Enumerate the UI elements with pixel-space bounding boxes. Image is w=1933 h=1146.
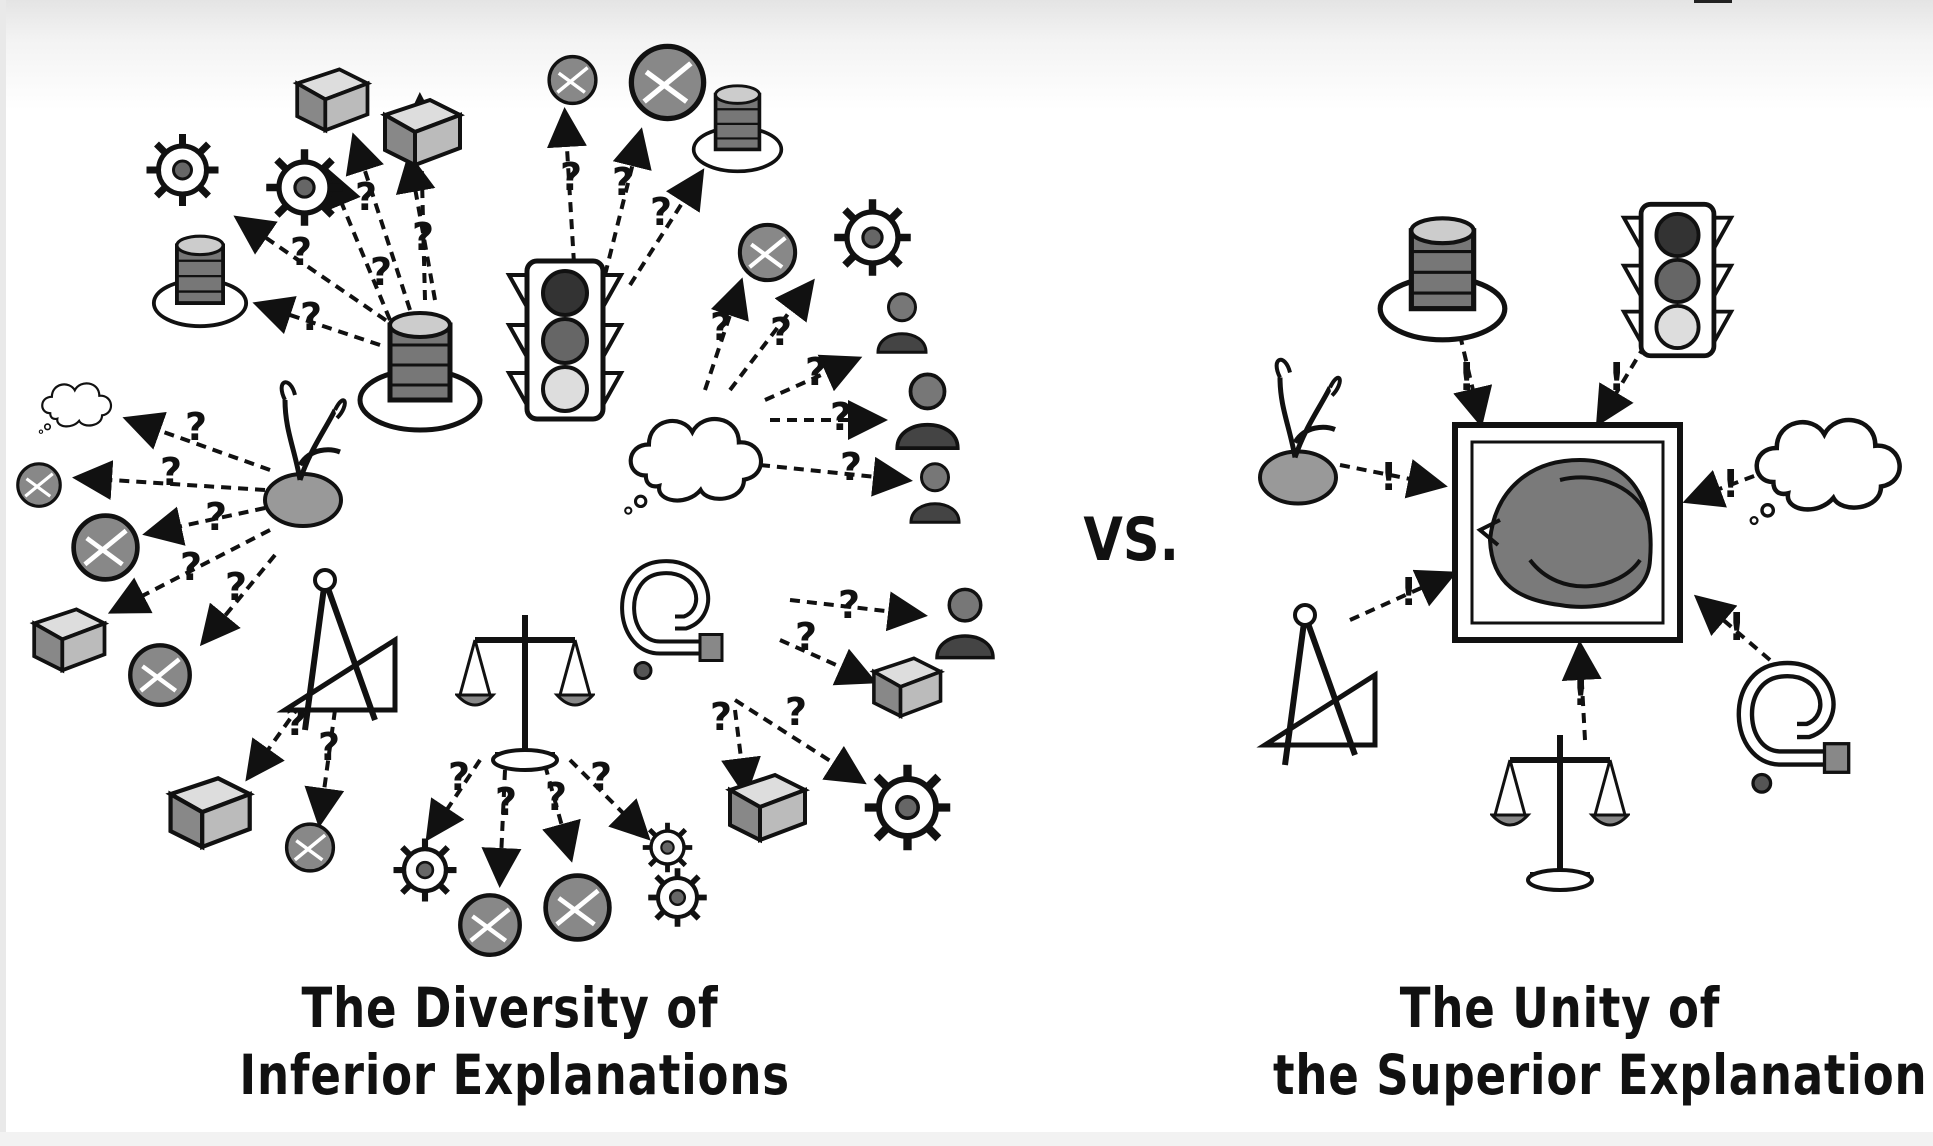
bag-icon	[874, 658, 941, 716]
binoculars-icon	[147, 134, 219, 206]
question-mark: ?	[795, 615, 817, 659]
top-hat-icon	[151, 234, 249, 329]
horn-icon	[287, 824, 334, 871]
question-mark: ?	[225, 565, 247, 609]
question-mark: ?	[290, 230, 312, 274]
astronaut-icon	[937, 589, 993, 657]
question-mark: ?	[185, 405, 207, 449]
question-mark: ?	[612, 160, 634, 204]
question-mark: ?	[805, 350, 827, 394]
small-cloud-icon	[38, 382, 113, 435]
question-mark: ?	[650, 190, 672, 234]
magic-hat-icon	[691, 84, 784, 174]
diverse-explanations-cluster: ? ? ? ? ? ? ? ? ? ? ? ? ? ? ? ? ? ? ? ? …	[15, 46, 993, 955]
question-mark: ?	[838, 583, 860, 627]
drum-dial-icon	[360, 313, 480, 430]
balance-scale-icon	[1492, 735, 1628, 890]
exclamation-mark: !	[1722, 462, 1739, 506]
person-icon	[876, 292, 928, 354]
question-mark: ?	[495, 780, 517, 824]
book-icon	[383, 98, 462, 167]
drum-dial-icon	[1380, 218, 1505, 339]
right-caption-line1: The Unity of	[1399, 976, 1721, 1040]
question-mark: ?	[300, 295, 322, 339]
question-marks: ? ? ? ? ? ? ? ? ? ? ? ? ? ? ? ? ? ? ? ? …	[160, 155, 862, 824]
sprouting-plant-icon	[265, 382, 345, 526]
droplet-icon	[15, 461, 63, 509]
traffic-light-icon	[509, 261, 621, 419]
exclamation-mark: !	[1400, 570, 1417, 614]
group-icon	[897, 374, 957, 448]
left-caption-line2: Inferior Explanations	[239, 1043, 790, 1107]
balance-scale-icon	[457, 615, 593, 770]
question-mark: ?	[830, 395, 852, 439]
question-mark: ?	[710, 695, 732, 739]
horseshoe-magnet-icon	[1745, 670, 1848, 792]
box-icon	[295, 67, 370, 133]
brain-icon	[394, 839, 457, 902]
cancel-icon	[460, 895, 520, 955]
bottom-edge-strip	[0, 1132, 1933, 1146]
flower-icon	[834, 199, 911, 276]
left-edge-border	[0, 0, 6, 1146]
question-mark: ?	[710, 305, 732, 349]
robot-figure-icon	[909, 461, 961, 525]
spiral-icon	[130, 645, 190, 705]
car-icon	[32, 607, 107, 673]
atom-icon	[266, 149, 343, 226]
question-mark: ?	[370, 250, 392, 294]
question-mark: ?	[560, 155, 582, 199]
compass-triangle-icon	[1265, 605, 1375, 765]
question-mark: ?	[160, 450, 182, 494]
exclamation-marks: ! ! ! ! ! ! !	[1380, 355, 1745, 714]
badge-icon	[631, 46, 703, 118]
question-mark: ?	[318, 725, 340, 769]
right-caption-line2: the Superior Explanation	[1273, 1043, 1928, 1107]
unified-explanation-cluster: ! ! ! ! ! ! !	[1260, 204, 1900, 890]
traffic-light-icon	[1624, 204, 1731, 355]
monitor-icon	[171, 778, 250, 847]
bearded-face-icon	[1487, 457, 1653, 609]
shield-ball-icon	[74, 516, 138, 580]
running-icon	[546, 876, 610, 940]
exclamation-mark: !	[1380, 455, 1397, 499]
exclamation-mark: !	[1572, 670, 1589, 714]
sprouting-plant-icon	[1260, 360, 1340, 504]
exclamation-mark: !	[1608, 355, 1625, 399]
question-mark: ?	[785, 690, 807, 734]
domino-icon	[730, 775, 805, 840]
exclamation-mark: !	[1728, 605, 1745, 649]
small-gear-icon	[643, 823, 693, 873]
question-mark: ?	[590, 755, 612, 799]
question-mark: ?	[180, 545, 202, 589]
right-caption: The Unity of the Superior Explanation	[1273, 975, 1928, 1109]
question-mark: ?	[448, 755, 470, 799]
horseshoe-magnet-icon	[628, 567, 722, 678]
question-mark: ?	[412, 215, 434, 259]
gear-icon	[648, 868, 707, 927]
gear-flower-icon	[865, 765, 951, 851]
left-caption: The Diversity of Inferior Explanations	[239, 975, 790, 1109]
left-caption-line1: The Diversity of	[301, 976, 719, 1040]
globe-icon	[740, 225, 795, 280]
compass-triangle-icon	[285, 570, 395, 730]
question-mark: ?	[545, 775, 567, 819]
versus-label: VS.	[1083, 505, 1180, 575]
question-mark: ?	[205, 495, 227, 539]
question-mark: ?	[355, 175, 377, 219]
hourglass-icon	[549, 57, 596, 104]
top-edge-mark	[1694, 0, 1732, 3]
exclamation-mark: !	[1458, 355, 1475, 399]
thought-cloud-icon	[625, 419, 761, 514]
thought-cloud-icon	[1751, 420, 1900, 524]
question-mark: ?	[840, 445, 862, 489]
question-mark: ?	[770, 310, 792, 354]
